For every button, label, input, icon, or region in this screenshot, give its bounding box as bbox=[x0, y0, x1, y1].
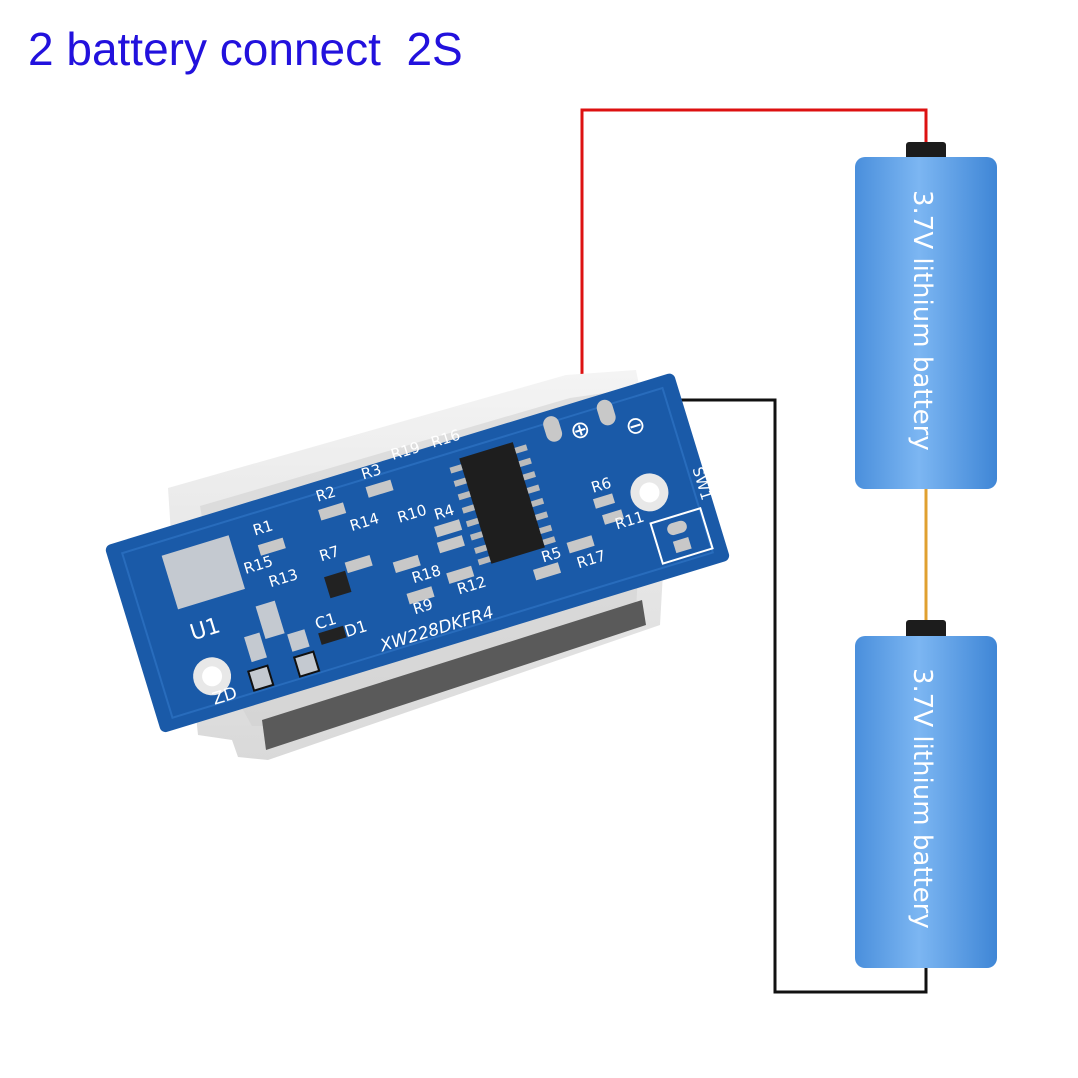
resistor-label: R3 bbox=[359, 460, 383, 483]
resistor-label: R7 bbox=[317, 542, 341, 565]
main-ic bbox=[449, 442, 556, 566]
resistor-label: R1 bbox=[251, 516, 275, 539]
pad-positive bbox=[543, 416, 563, 442]
battery-top: 3.7V lithium battery bbox=[855, 142, 997, 489]
resistor-label: R6 bbox=[589, 474, 613, 497]
diagram-title: 2 battery connect 2S bbox=[28, 23, 463, 75]
switch-pad bbox=[649, 506, 714, 565]
pad-negative bbox=[596, 399, 616, 426]
resistor-label: R4 bbox=[432, 501, 456, 524]
battery-bottom: 3.7V lithium battery bbox=[855, 620, 997, 968]
resistor-label: R9 bbox=[411, 595, 435, 618]
battery-terminal bbox=[906, 620, 946, 640]
resistor-label: R2 bbox=[314, 483, 338, 506]
battery-label: 3.7V lithium battery bbox=[907, 668, 937, 929]
negative-wire bbox=[648, 398, 928, 994]
u1-pad bbox=[161, 535, 245, 610]
pcb-board: ⊕ ⊖ U1 ZD D1 C1 SW1 bbox=[105, 373, 730, 733]
resistor-label: R5 bbox=[539, 543, 563, 566]
positive-wire bbox=[580, 108, 928, 408]
battery-label: 3.7V lithium battery bbox=[907, 190, 937, 451]
